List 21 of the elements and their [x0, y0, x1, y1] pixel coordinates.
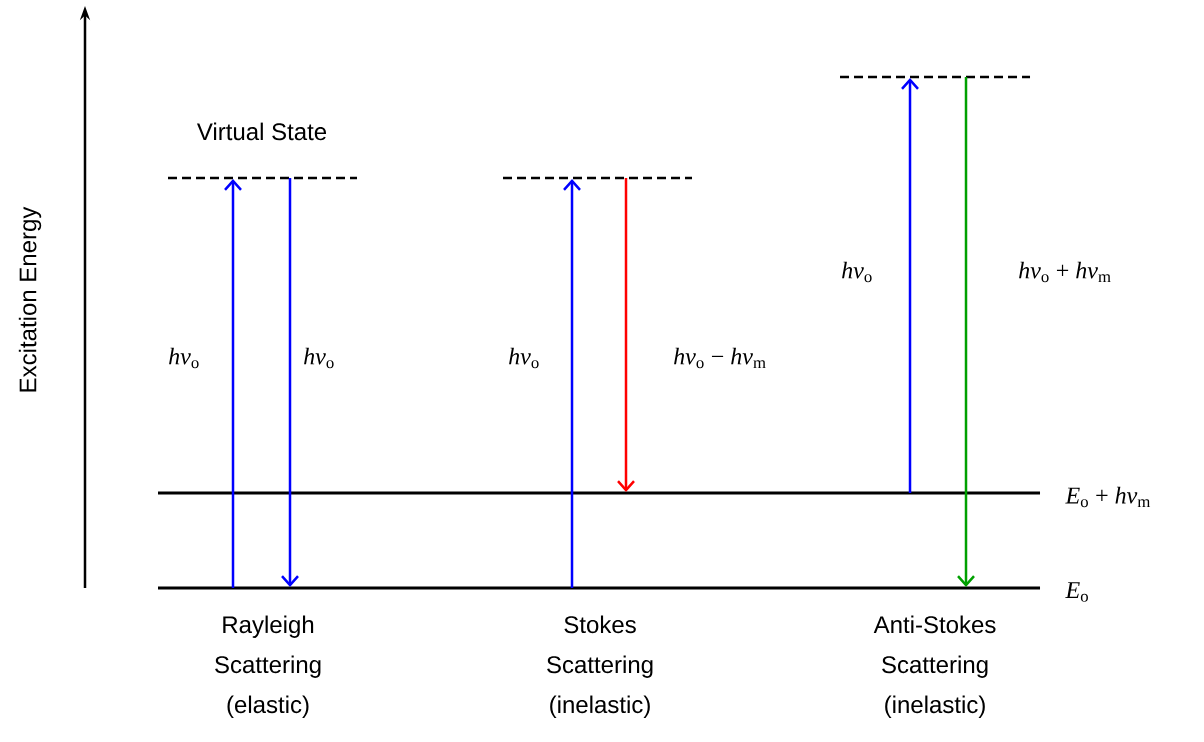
- virtual-state-line: [840, 75, 1030, 79]
- arrow: [281, 178, 299, 587]
- state-label: Virtual State: [196, 122, 327, 141]
- scattering-caption: Anti-Stokes Scattering (inelastic): [873, 615, 996, 718]
- arrow: [224, 179, 242, 588]
- virtual-state-line: [503, 176, 692, 180]
- edge-label: hv$_{o}$: [840, 260, 874, 284]
- arrow: [617, 178, 635, 492]
- edge-label: hv$_{o}$: [507, 346, 541, 370]
- edge-label: hv$_{o}$: [302, 346, 336, 370]
- arrow: [901, 78, 919, 493]
- level-label: E$_{o}$: [1065, 582, 1088, 602]
- arrow: [957, 77, 975, 587]
- arrow: [563, 179, 581, 588]
- scattering-caption: Stokes Scattering (inelastic): [547, 615, 653, 718]
- edge-label: hv$_{o}$ + hv$_{m}$: [1017, 260, 1113, 284]
- edge-label: hv$_{o}$ − hv$_{m}$: [672, 346, 768, 370]
- level-label: E$_{o}$ + hv$_{m}$: [1065, 486, 1151, 508]
- edge-label: hv$_{o}$: [167, 346, 201, 370]
- axis-label: Excitation Energy: [18, 206, 42, 392]
- scattering-caption: Rayleigh Scattering (elastic): [215, 615, 321, 718]
